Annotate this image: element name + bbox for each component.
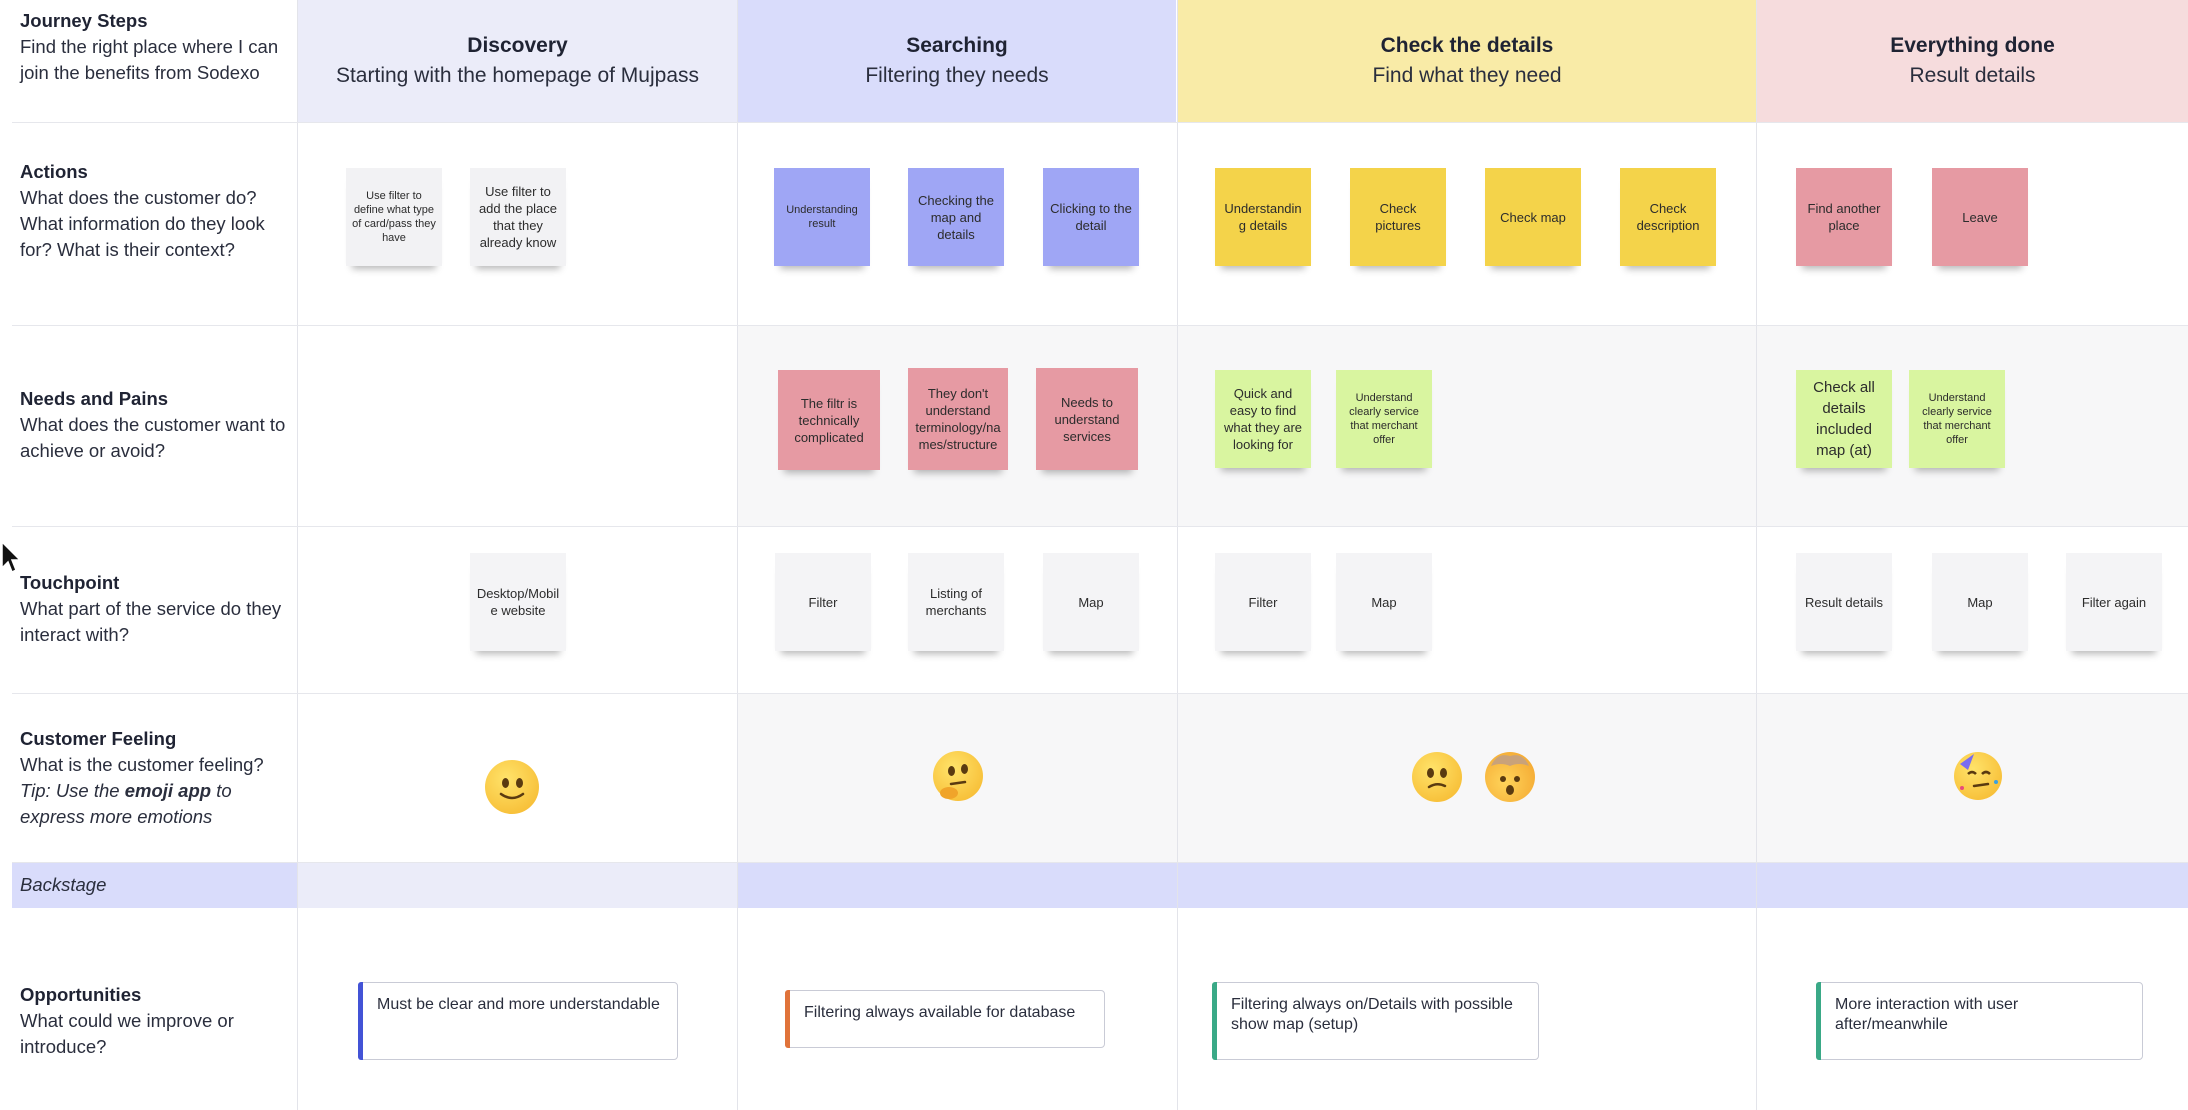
backstage-band bbox=[12, 862, 298, 908]
sticky-note-touchpoint[interactable]: Map bbox=[1336, 553, 1432, 651]
column-divider bbox=[1756, 0, 1757, 1110]
opportunity-card[interactable]: Filtering always available for database bbox=[785, 990, 1105, 1048]
column-divider bbox=[737, 0, 738, 1110]
column-divider bbox=[297, 0, 298, 1110]
row-description: What could we improve or introduce? bbox=[20, 1010, 234, 1057]
sticky-note-pain[interactable]: Needs to understand services bbox=[1036, 368, 1138, 470]
sticky-note-touchpoint[interactable]: Listing of merchants bbox=[908, 553, 1004, 651]
slightly-smiling-face-emoji[interactable] bbox=[485, 760, 539, 814]
backstage-band bbox=[298, 862, 737, 908]
sticky-note-action[interactable]: Use filter to define what type of card/p… bbox=[346, 168, 442, 266]
opportunity-card[interactable]: Filtering always on/Details with possibl… bbox=[1212, 982, 1539, 1060]
row-divider bbox=[12, 526, 2188, 527]
row-header-backstage: Backstage bbox=[20, 872, 288, 898]
sticky-note-action[interactable]: Check pictures bbox=[1350, 168, 1446, 266]
row-divider bbox=[12, 325, 2188, 326]
sticky-note-need[interactable]: Check all details included map (at) bbox=[1796, 370, 1892, 468]
sticky-note-need[interactable]: Quick and easy to find what they are loo… bbox=[1215, 370, 1311, 468]
sticky-note-action[interactable]: Understanding result bbox=[774, 168, 870, 266]
row-header-needs: Needs and Pains What does the customer w… bbox=[20, 386, 288, 464]
row-header-actions: Actions What does the customer do? What … bbox=[20, 159, 288, 263]
mouse-cursor-icon bbox=[1, 540, 22, 574]
sticky-note-action[interactable]: Leave bbox=[1932, 168, 2028, 266]
stage-subtitle: Filtering they needs bbox=[865, 64, 1049, 87]
partying-face-emoji[interactable] bbox=[1954, 752, 2002, 800]
sticky-note-touchpoint[interactable]: Desktop/Mobile website bbox=[470, 553, 566, 651]
row-tip: Tip: Use the emoji app to express more e… bbox=[20, 780, 232, 827]
row-description: What part of the service do they interac… bbox=[20, 598, 282, 645]
accent-bar bbox=[1816, 982, 1821, 1060]
sticky-note-need[interactable]: Understand clearly service that merchant… bbox=[1909, 370, 2005, 468]
sticky-note-touchpoint[interactable]: Filter bbox=[775, 553, 871, 651]
row-divider bbox=[12, 862, 2188, 863]
row-title: Backstage bbox=[20, 874, 107, 895]
sticky-note-action[interactable]: Use filter to add the place that they al… bbox=[470, 168, 566, 266]
opportunity-card[interactable]: More interaction with user after/meanwhi… bbox=[1816, 982, 2143, 1060]
exploding-head-emoji[interactable] bbox=[1485, 752, 1535, 802]
sticky-note-action[interactable]: Clicking to the detail bbox=[1043, 168, 1139, 266]
stage-searching: Searching Filtering they needs bbox=[738, 0, 1176, 122]
stage-title: Discovery bbox=[467, 34, 568, 57]
accent-bar bbox=[1212, 982, 1217, 1060]
stage-check-details: Check the details Find what they need bbox=[1178, 0, 1756, 122]
stage-discovery: Discovery Starting with the homepage of … bbox=[298, 0, 737, 122]
row-title: Actions bbox=[20, 161, 88, 182]
sticky-note-pain[interactable]: The filtr is technically complicated bbox=[778, 370, 880, 470]
sticky-note-pain[interactable]: They don't understand terminology/names/… bbox=[908, 368, 1008, 470]
stage-subtitle: Result details bbox=[1909, 64, 2036, 87]
sticky-note-need[interactable]: Understand clearly service that merchant… bbox=[1336, 370, 1432, 468]
sticky-note-touchpoint[interactable]: Map bbox=[1043, 553, 1139, 651]
sticky-note-action[interactable]: Find another place bbox=[1796, 168, 1892, 266]
row-header-opportunities: Opportunities What could we improve or i… bbox=[20, 982, 288, 1060]
opportunity-card[interactable]: Must be clear and more understandable bbox=[358, 982, 678, 1060]
stage-subtitle: Find what they need bbox=[1372, 64, 1562, 87]
backstage-band bbox=[738, 862, 2188, 908]
row-description: What is the customer feeling? bbox=[20, 754, 264, 775]
sticky-note-touchpoint[interactable]: Map bbox=[1932, 553, 2028, 651]
sticky-note-action[interactable]: Checking the map and details bbox=[908, 168, 1004, 266]
confused-face-emoji[interactable] bbox=[1412, 752, 1462, 802]
thinking-face-emoji[interactable] bbox=[933, 751, 983, 801]
row-header-touchpoint: Touchpoint What part of the service do t… bbox=[20, 570, 288, 648]
sticky-note-action[interactable]: Understanding details bbox=[1215, 168, 1311, 266]
stage-title: Check the details bbox=[1380, 34, 1554, 57]
row-description: Find the right place where I can join th… bbox=[20, 36, 279, 83]
row-header-journey: Journey Steps Find the right place where… bbox=[20, 8, 288, 86]
accent-bar bbox=[785, 990, 790, 1048]
row-title: Touchpoint bbox=[20, 572, 120, 593]
row-header-feeling: Customer Feeling What is the customer fe… bbox=[20, 726, 288, 830]
sticky-note-action[interactable]: Check description bbox=[1620, 168, 1716, 266]
sticky-note-touchpoint[interactable]: Filter bbox=[1215, 553, 1311, 651]
stage-title: Searching bbox=[906, 34, 1008, 57]
row-title: Customer Feeling bbox=[20, 728, 177, 749]
stage-subtitle: Starting with the homepage of Mujpass bbox=[335, 64, 700, 87]
row-description: What does the customer do? What informat… bbox=[20, 187, 265, 260]
row-title: Journey Steps bbox=[20, 10, 148, 31]
accent-bar bbox=[358, 982, 363, 1060]
sticky-note-touchpoint[interactable]: Result details bbox=[1796, 553, 1892, 651]
sticky-note-touchpoint[interactable]: Filter again bbox=[2066, 553, 2162, 651]
stage-everything-done: Everything done Result details bbox=[1757, 0, 2188, 122]
row-title: Opportunities bbox=[20, 984, 142, 1005]
row-description: What does the customer want to achieve o… bbox=[20, 414, 286, 461]
row-divider bbox=[12, 693, 2188, 694]
sticky-note-action[interactable]: Check map bbox=[1485, 168, 1581, 266]
stage-title: Everything done bbox=[1890, 34, 2055, 57]
row-title: Needs and Pains bbox=[20, 388, 169, 409]
row-divider bbox=[12, 122, 2188, 123]
column-divider bbox=[1177, 0, 1178, 1110]
